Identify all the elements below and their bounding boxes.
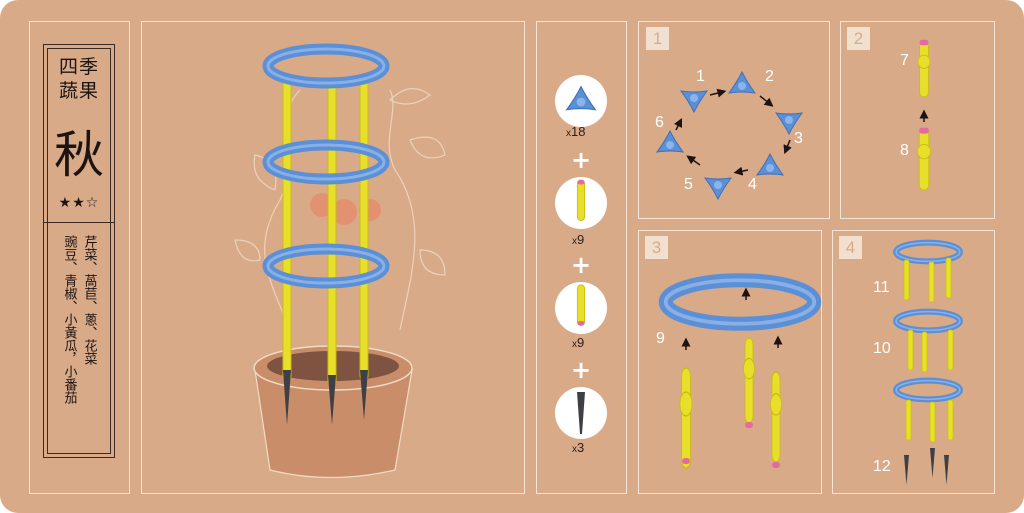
preview-panel [141,21,525,494]
connector-icon [566,86,596,111]
qty-value: 9 [577,335,585,350]
vegetable-list-1: 芹菜、萵苣、蔥、花菜 [81,235,97,365]
season-title: 四季 蔬果 [58,56,99,102]
qty-prefix: x [572,236,577,247]
step1-connectors [656,71,803,200]
qty-rod-a: x9 [572,232,584,247]
step-1-panel [638,21,830,219]
label-5: 5 [684,176,693,193]
qty-rod-b: x9 [572,335,584,350]
label-1: 1 [696,68,705,85]
autumn-character: 秋 [54,126,104,184]
qty-value: 18 [571,124,586,139]
step3-assembly [666,280,814,469]
label-4: 4 [748,176,757,193]
title-divider [44,222,114,223]
label-2: 2 [765,68,774,85]
label-9: 9 [656,330,665,347]
trellis-preview [268,49,384,425]
title-inner-border [47,48,111,454]
label-8: 8 [900,142,909,159]
step-4-panel [832,230,995,494]
label-12: 12 [873,458,891,475]
vegetable-list-2: 豌豆、青椒、小黃瓜，小番茄 [61,235,77,404]
step4-assembly [896,243,960,485]
stake-icon [577,392,585,434]
title-box: 四季 蔬果 秋 ★★☆ 芹菜、萵苣、蔥、花菜 豌豆、青椒、小黃瓜，小番茄 [43,44,115,458]
step1-arrows [673,88,792,176]
rod-icon-2 [576,284,586,326]
step-number-1: 1 [646,27,669,50]
qty-value: 9 [577,232,585,247]
step2-rods [916,39,932,191]
step-number-2: 2 [847,27,870,50]
label-3: 3 [794,130,803,147]
step-3-panel [638,230,822,494]
qty-value: 3 [577,440,585,455]
step-2-panel [840,21,995,219]
plus-sign-3: + [571,356,592,384]
rod-icon [576,179,586,221]
plus-sign-1: + [571,146,592,174]
step-number-4: 4 [839,236,862,259]
qty-connector: x18 [566,124,585,139]
label-7: 7 [900,52,909,69]
step-number-3: 3 [645,236,668,259]
difficulty-stars: ★★☆ [58,195,100,211]
qty-stake: x3 [572,440,584,455]
label-11: 11 [873,279,890,296]
label-10: 10 [873,340,891,357]
title-panel [29,21,130,494]
qty-prefix: x [572,339,577,350]
qty-prefix: x [572,444,577,455]
label-6: 6 [655,114,664,131]
parts-panel [536,21,627,494]
qty-prefix: x [566,128,571,139]
tomato-fruit [310,193,381,225]
plus-sign-2: + [571,251,592,279]
